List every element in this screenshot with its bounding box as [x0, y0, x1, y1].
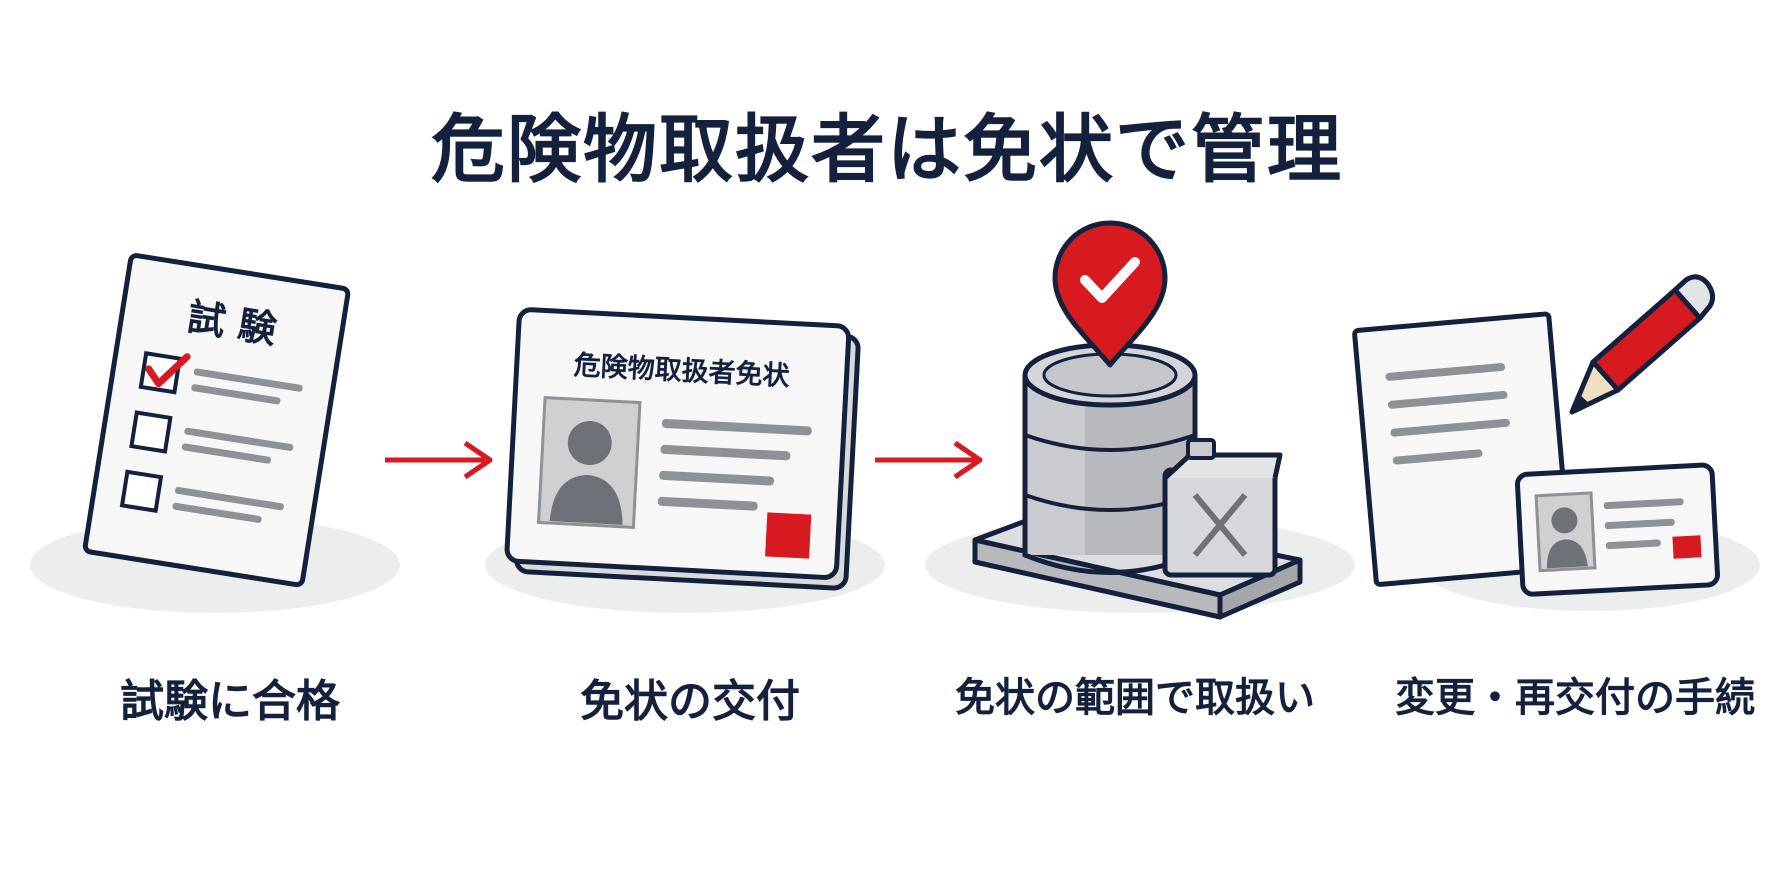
- step-3-caption: 免状の範囲で取扱い: [955, 675, 1315, 721]
- arrow-right-icon: [875, 440, 983, 480]
- license-card-icon: 危険物取扱者免状: [504, 307, 861, 591]
- page-title: 危険物取扱者は免状で管理: [431, 107, 1343, 193]
- arrow-right-icon: [385, 440, 493, 480]
- pencil-icon: [1569, 274, 1716, 415]
- step-2-caption: 免状の交付: [580, 676, 800, 727]
- exam-sheet-icon: 試 験: [82, 253, 351, 588]
- step-4-caption: 変更・再交付の手続: [1395, 675, 1755, 721]
- drum-and-can-icon: [972, 220, 1303, 620]
- step-1-caption: 試験に合格: [120, 676, 340, 727]
- document-pencil-card-icon: [1352, 274, 1720, 597]
